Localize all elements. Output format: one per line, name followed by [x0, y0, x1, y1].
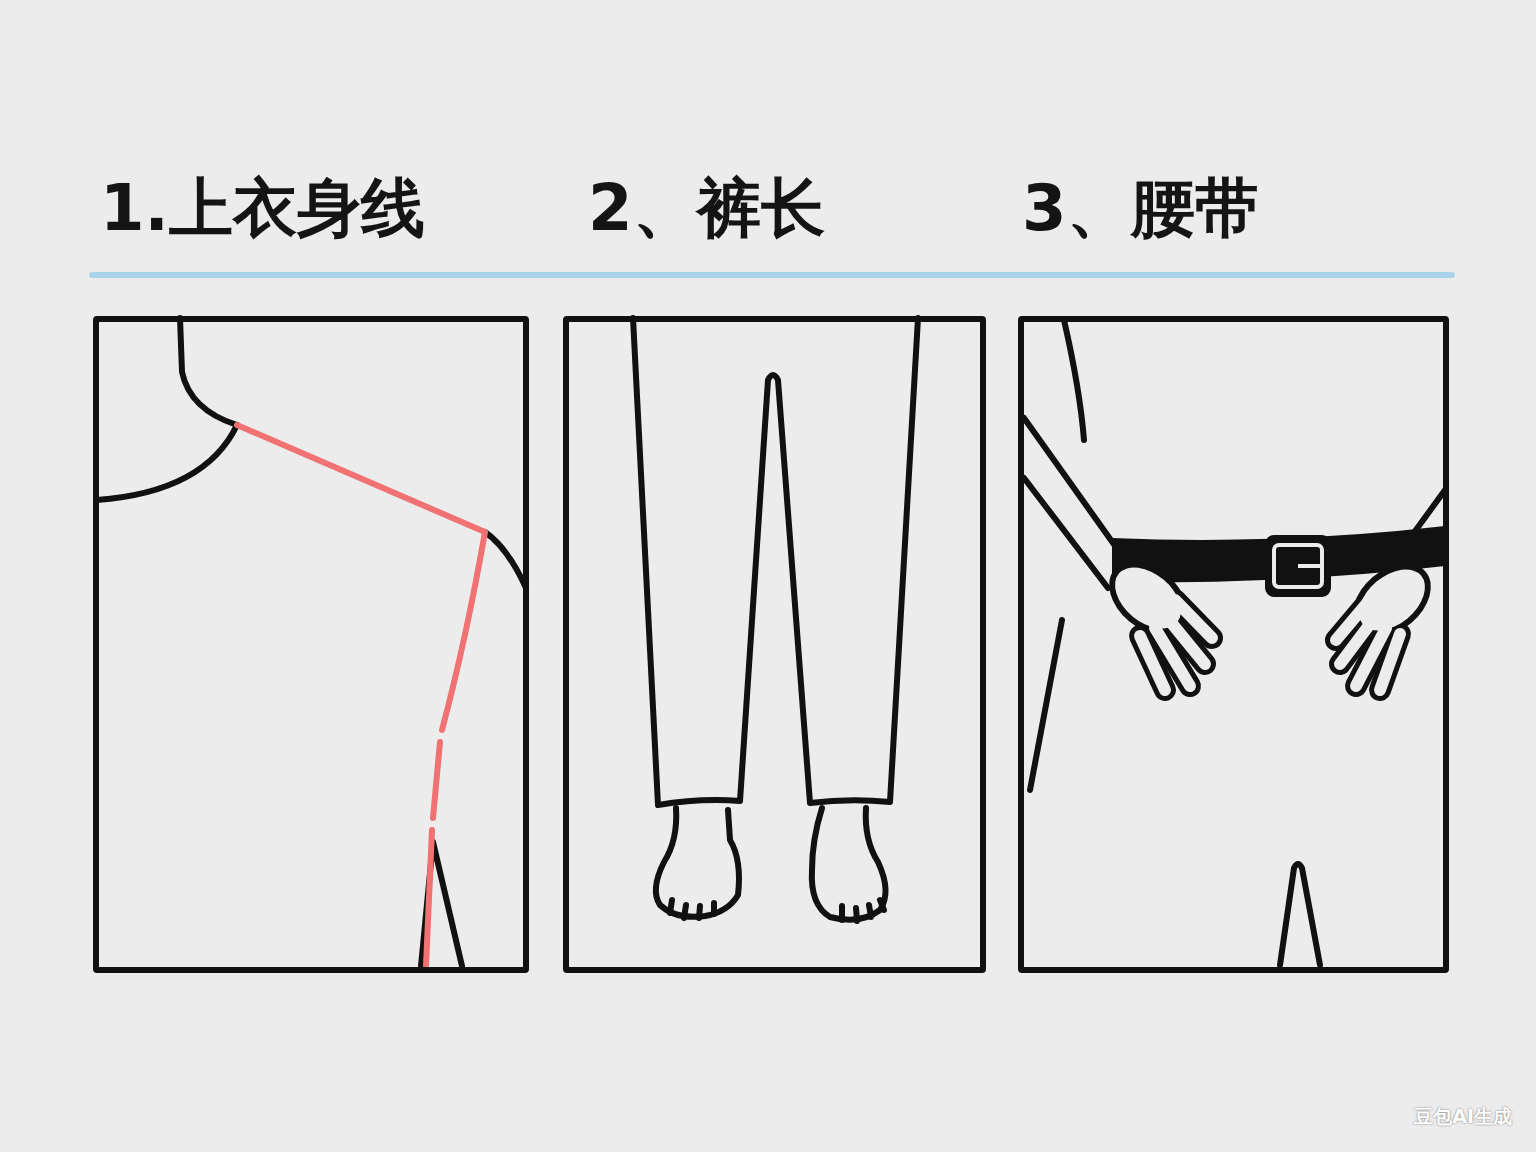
panel-heading: 2、裤长: [588, 176, 825, 240]
collar-line: [97, 425, 237, 500]
buckle: [1266, 536, 1330, 596]
side-mark: [426, 830, 432, 966]
buckle-frame: [1274, 545, 1322, 587]
figure-panel: 3、腰带: [1018, 316, 1449, 973]
figure-panel: 2、裤长: [563, 316, 986, 973]
figure-panel: 1.上衣身线: [93, 316, 529, 973]
foot: [812, 808, 886, 920]
neck-line: [180, 318, 237, 425]
body-line: [1030, 620, 1062, 790]
hand-fill: [1103, 555, 1436, 690]
body-line: [1064, 320, 1084, 440]
divider-line: [92, 272, 1452, 278]
trousers-figure: [633, 318, 918, 921]
shoulder-mark: [237, 425, 485, 730]
panel-heading: 1.上衣身线: [100, 176, 425, 240]
watermark: 豆包AI生成: [1414, 1104, 1512, 1130]
toe: [842, 900, 884, 921]
body-line-mark: [237, 425, 485, 966]
panel-heading: 3、腰带: [1022, 176, 1259, 240]
hand-outline: [1095, 547, 1445, 690]
foot: [656, 808, 739, 917]
crotch-line: [1280, 864, 1320, 965]
finger: [1140, 636, 1165, 690]
side-mark: [433, 742, 440, 818]
arm-line: [485, 532, 526, 588]
buckle-prong: [1298, 564, 1322, 568]
waist-figure: [1024, 320, 1445, 965]
shirt-figure: [97, 318, 526, 966]
finger: [1380, 634, 1400, 690]
arm-line: [1024, 418, 1118, 550]
toe: [670, 900, 714, 918]
trouser-outline: [633, 318, 918, 805]
arm-line: [1024, 478, 1108, 588]
